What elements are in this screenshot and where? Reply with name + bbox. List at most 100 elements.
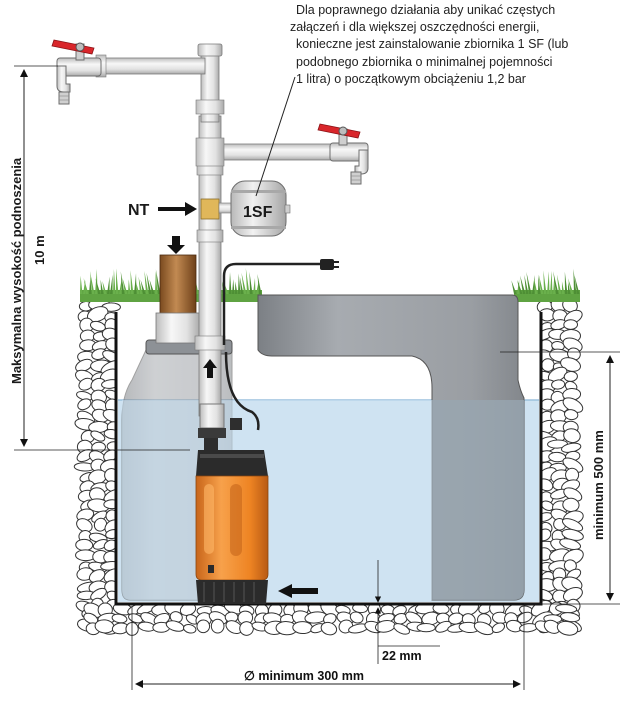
right-faucet-icon (317, 123, 369, 185)
middle-horizontal-pipe (218, 143, 336, 161)
grass-blade (235, 281, 238, 294)
grass-blade (80, 275, 83, 294)
gravel-stone (393, 623, 410, 635)
grass-blade (239, 277, 244, 294)
grass-blade (256, 280, 259, 294)
grass-blade (83, 277, 89, 294)
pipe-joint-2 (196, 164, 224, 176)
middle-elbow (195, 137, 225, 167)
grass-blade (138, 276, 143, 294)
note-line-3: konieczne jest zainstalowanie zbiornika … (296, 37, 568, 51)
grass-blade (511, 280, 517, 294)
grass-blade (95, 278, 101, 294)
grass-blade (155, 270, 158, 294)
gravel-stone (559, 538, 582, 550)
gravel-stone (320, 621, 338, 636)
pit-outline (114, 312, 543, 606)
grass-blade (517, 279, 520, 294)
expansion-tank-1sf (230, 180, 291, 237)
grass-blade (561, 281, 565, 294)
tank-label: 1SF (243, 204, 273, 221)
grass-blade (223, 280, 229, 294)
nt-label: NT (128, 202, 150, 219)
grass-blade (532, 274, 535, 294)
grass-blade (538, 274, 544, 294)
pipe-joint-4 (194, 335, 226, 351)
gravel-stone (564, 409, 579, 421)
pipe-joint-3 (196, 229, 224, 243)
gravel-stone (111, 613, 128, 624)
grass-blade (135, 281, 140, 294)
grass-blade (241, 272, 247, 294)
gravel-stone (519, 623, 538, 633)
note-line-2: załączeń i dla większej oszczędności ene… (290, 20, 539, 34)
note-line-5: 1 litra) o początkowym obciążeniu 1,2 ba… (296, 72, 526, 86)
gravel-stone (517, 611, 533, 624)
grass-blade (149, 279, 155, 294)
inlet-arrow-icon (167, 236, 185, 254)
inlet-pipe-coupling (155, 312, 201, 344)
grass-blade (249, 271, 253, 294)
grass-blade (574, 275, 580, 294)
grass-blade (107, 276, 110, 294)
housing-waterline-shade (432, 400, 524, 600)
upper-horizontal-pipe (99, 57, 206, 75)
gravel-stone (165, 620, 185, 632)
grass-blade (140, 279, 146, 294)
gravel-stone (563, 371, 578, 382)
left-faucet-icon (51, 39, 102, 105)
gravel-stone (210, 618, 225, 634)
grass-blade (253, 278, 256, 294)
grass-blade (119, 280, 122, 294)
grass-blade (524, 275, 529, 294)
grass-blade (550, 270, 553, 294)
grass-blade (556, 274, 562, 294)
gravel-stone (547, 439, 568, 449)
gravel-stone (416, 622, 436, 633)
gravel-stone (75, 358, 93, 373)
gravel-stone (76, 518, 93, 533)
grass-blade (538, 275, 541, 294)
grass-blade (144, 271, 149, 294)
grass-blade (553, 277, 556, 294)
installation-note: Dla poprawnego działania aby unikać częs… (290, 3, 568, 86)
grass-blade (110, 274, 113, 294)
grass-blade (113, 269, 116, 294)
gravel-stone (183, 624, 197, 634)
grass-blade (517, 279, 523, 294)
gravel-stone (90, 430, 106, 442)
gap-label: 22 mm (382, 649, 422, 663)
grass-blade (553, 271, 559, 294)
grass-blade (155, 269, 161, 294)
gravel-stone (563, 428, 581, 444)
grass-blade (89, 271, 95, 294)
gravel-stone (473, 621, 494, 636)
gravel-stone (292, 621, 313, 635)
gravel-stone (556, 620, 579, 636)
grass-blade (245, 268, 250, 294)
grass-blade (573, 268, 577, 294)
grass-right (511, 268, 580, 302)
grass-blade (89, 276, 92, 294)
power-plug-icon (320, 259, 339, 270)
grass-blade (568, 278, 574, 294)
gravel-stone (349, 611, 364, 624)
inlet-pipe (159, 254, 197, 318)
gravel-stone (196, 619, 211, 634)
grass-blade (218, 281, 223, 294)
grass-blade (257, 273, 262, 294)
note-line-4: podobnego zbiornika o minimalnej pojemno… (296, 55, 552, 69)
gravel-stone (563, 559, 577, 572)
grass-blade (533, 277, 538, 294)
grass-blade (543, 270, 547, 294)
upper-elbow (195, 99, 225, 115)
gravel-stone (551, 379, 566, 390)
grass-blade (238, 273, 241, 294)
nt-arrow-icon (158, 202, 197, 216)
gravel-stone (90, 587, 107, 601)
grass-blade (547, 271, 550, 294)
gravel-stone (491, 622, 506, 634)
grass-blade (130, 270, 134, 294)
grass-blade (120, 271, 125, 294)
